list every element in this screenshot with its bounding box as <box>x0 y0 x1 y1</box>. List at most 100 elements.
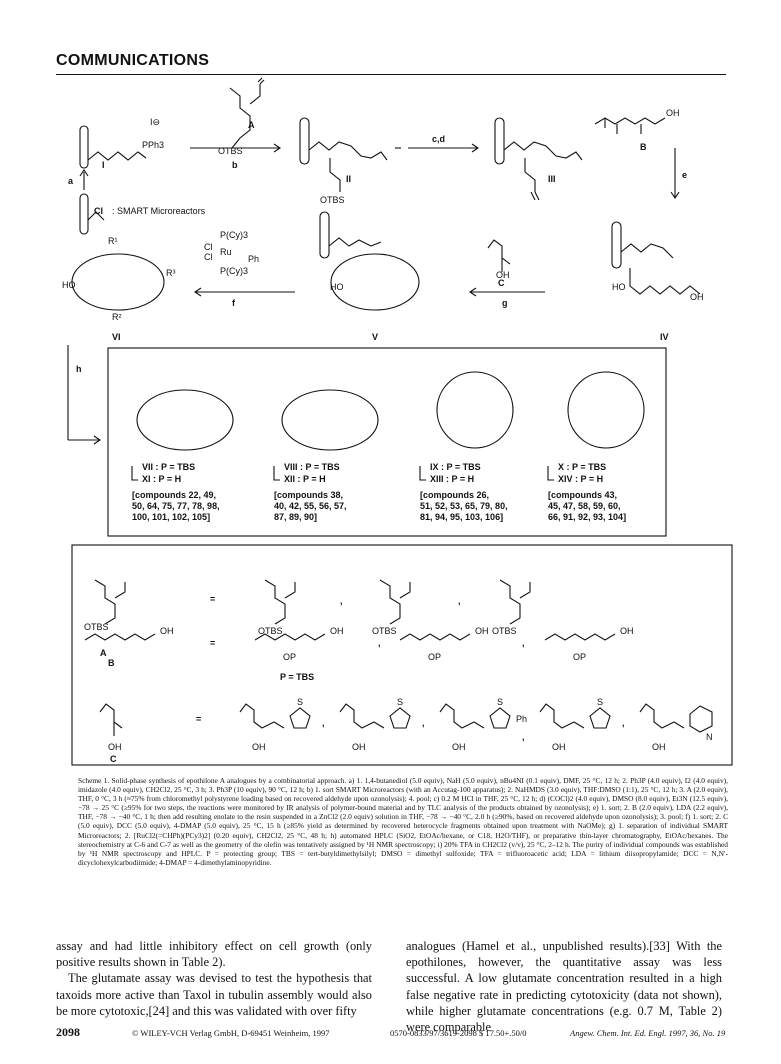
ho-label-v: HO <box>330 282 344 292</box>
resin-bead-iv <box>611 221 622 269</box>
body-paragraph: The glutamate assay was devised to test … <box>56 971 372 1018</box>
grubbs-cl-2: Cl <box>204 252 213 262</box>
step-label-h: h <box>76 364 82 374</box>
compound-label-iv: IV <box>660 332 669 342</box>
compound-label-c-mid: C <box>498 278 505 288</box>
bb-label-c: C <box>110 754 117 764</box>
bb-comma-b1: , <box>378 638 381 648</box>
bb-oh-c1: OH <box>252 742 266 752</box>
compound-label-iii: III <box>548 174 556 184</box>
grubbs-pcy-top: P(Cy)3 <box>220 230 248 240</box>
bb-n-pyridine: N <box>706 732 713 742</box>
bb-oh-c5: OH <box>652 742 666 752</box>
bb-comma-c4: , <box>622 718 625 728</box>
r3-label-vi: R³ <box>166 268 176 278</box>
bb-comma-c1: , <box>322 718 325 728</box>
box1-p-h: XI : P = H <box>142 474 181 484</box>
bb-label-b: B <box>108 658 115 668</box>
body-column-right: analogues (Hamel et al., unpublished res… <box>406 938 722 1035</box>
otbs-label-a: OTBS <box>218 146 243 156</box>
compound-label-v: V <box>372 332 378 342</box>
compound-label-i: I <box>102 160 105 170</box>
building-block-box <box>71 544 733 766</box>
oh-label-c-mid: OH <box>496 270 510 280</box>
journal-citation: Angew. Chem. Int. Ed. Engl. 1997, 36, No… <box>570 1028 726 1038</box>
box1-compounds-1: [compounds 22, 49, <box>132 490 216 500</box>
bb-op-3: OP <box>573 652 586 662</box>
resin-bead-cl <box>79 193 89 235</box>
bb-oh-b: OH <box>160 626 174 636</box>
grubbs-ph: Ph <box>248 254 259 264</box>
page-footer: 2098 © WILEY-VCH Verlag GmbH, D-69451 We… <box>56 1025 736 1041</box>
compound-label-ii: II <box>346 174 351 184</box>
compound-label-b-top: B <box>640 142 647 152</box>
cl-label: Cl <box>94 206 103 216</box>
bb-oh-b2: OH <box>475 626 489 636</box>
box4-p-h: XIV : P = H <box>558 474 603 484</box>
bb-otbs-3: OTBS <box>492 626 517 636</box>
r1-label-vi: R¹ <box>108 236 118 246</box>
otbs-label-ii: OTBS <box>320 195 345 205</box>
bb-comma-a2: , <box>458 596 461 606</box>
macrocycle-vi <box>71 253 165 311</box>
bb-s-2: S <box>397 697 403 707</box>
box3-compounds-1: [compounds 26, <box>420 490 489 500</box>
box1-p-tbs: VII : P = TBS <box>142 462 195 472</box>
box4-compounds-1: [compounds 43, <box>548 490 617 500</box>
box3-p-tbs: IX : P = TBS <box>430 462 481 472</box>
bb-comma-a1: , <box>340 596 343 606</box>
box2-compounds-2: 40, 42, 55, 56, 57, <box>274 501 347 511</box>
oh-label-b-top: OH <box>666 108 680 118</box>
scheme-figure: a Cl : SMART Microreactors I PPh3 I⊖ A O… <box>62 77 733 766</box>
step-label-g: f <box>232 298 236 308</box>
bb-oh-c3: OH <box>452 742 466 752</box>
box3-compounds-3: 81, 94, 95, 103, 106] <box>420 512 503 522</box>
bb-op-2: OP <box>428 652 441 662</box>
iodide-label: I⊖ <box>150 117 160 127</box>
bb-eq-c: = <box>196 714 201 724</box>
bb-s-1: S <box>297 697 303 707</box>
box4-compounds-3: 66, 91, 92, 93, 104] <box>548 512 626 522</box>
ppha-label: PPh3 <box>142 140 164 150</box>
bb-comma-b2: , <box>522 638 525 648</box>
bb-otbs-2: OTBS <box>372 626 397 636</box>
step-label-f: g <box>502 298 508 308</box>
resin-bead-iii <box>494 117 505 165</box>
bb-eq-b: = <box>210 638 215 648</box>
grubbs-cl-1: Cl <box>204 242 213 252</box>
section-title: COMMUNICATIONS <box>56 52 216 70</box>
ho-label-vi: HO <box>62 280 76 290</box>
body-paragraph: assay and had little inhibitory effect o… <box>56 939 372 970</box>
bb-comma-c2: , <box>422 718 425 728</box>
bb-oh-c4: OH <box>552 742 566 752</box>
oh-label-iv: OH <box>690 292 704 302</box>
bb-oh-b1: OH <box>330 626 344 636</box>
resin-bead-i <box>79 125 89 169</box>
bb-otbs-1: OTBS <box>258 626 283 636</box>
bb-comma-c3: , <box>522 732 525 742</box>
box4-compounds-2: 45, 47, 58, 59, 60, <box>548 501 621 511</box>
bb-oh-b3: OH <box>620 626 634 636</box>
step-label-e: e <box>682 170 687 180</box>
bb-eq-a: = <box>210 594 215 604</box>
body-column-left: assay and had little inhibitory effect o… <box>56 938 372 1019</box>
copyright: © WILEY-VCH Verlag GmbH, D-69451 Weinhei… <box>132 1028 330 1038</box>
bb-s-4: S <box>597 697 603 707</box>
box2-p-h: XII : P = H <box>284 474 326 484</box>
body-paragraph: analogues (Hamel et al., unpublished res… <box>406 939 722 1035</box>
box1-compounds-2: 50, 64, 75, 77, 78, 98, <box>132 501 220 511</box>
product-box <box>107 347 667 537</box>
step-label-a: a <box>68 176 74 186</box>
bb-oh-c2: OH <box>352 742 366 752</box>
bb-op-1: OP <box>283 652 296 662</box>
ho-label-iv: HO <box>612 282 626 292</box>
compound-label-a-top: A <box>248 120 255 130</box>
bb-s-3: S <box>497 697 503 707</box>
box2-compounds-1: [compounds 38, <box>274 490 343 500</box>
grubbs-pcy-bottom: P(Cy)3 <box>220 266 248 276</box>
scheme-caption: Scheme 1. Solid-phase synthesis of epoth… <box>78 776 728 867</box>
step-label-cd: c,d <box>432 134 445 144</box>
bb-oh-c: OH <box>108 742 122 752</box>
box4-p-tbs: X : P = TBS <box>558 462 606 472</box>
microreactor-label: : SMART Microreactors <box>112 206 206 216</box>
